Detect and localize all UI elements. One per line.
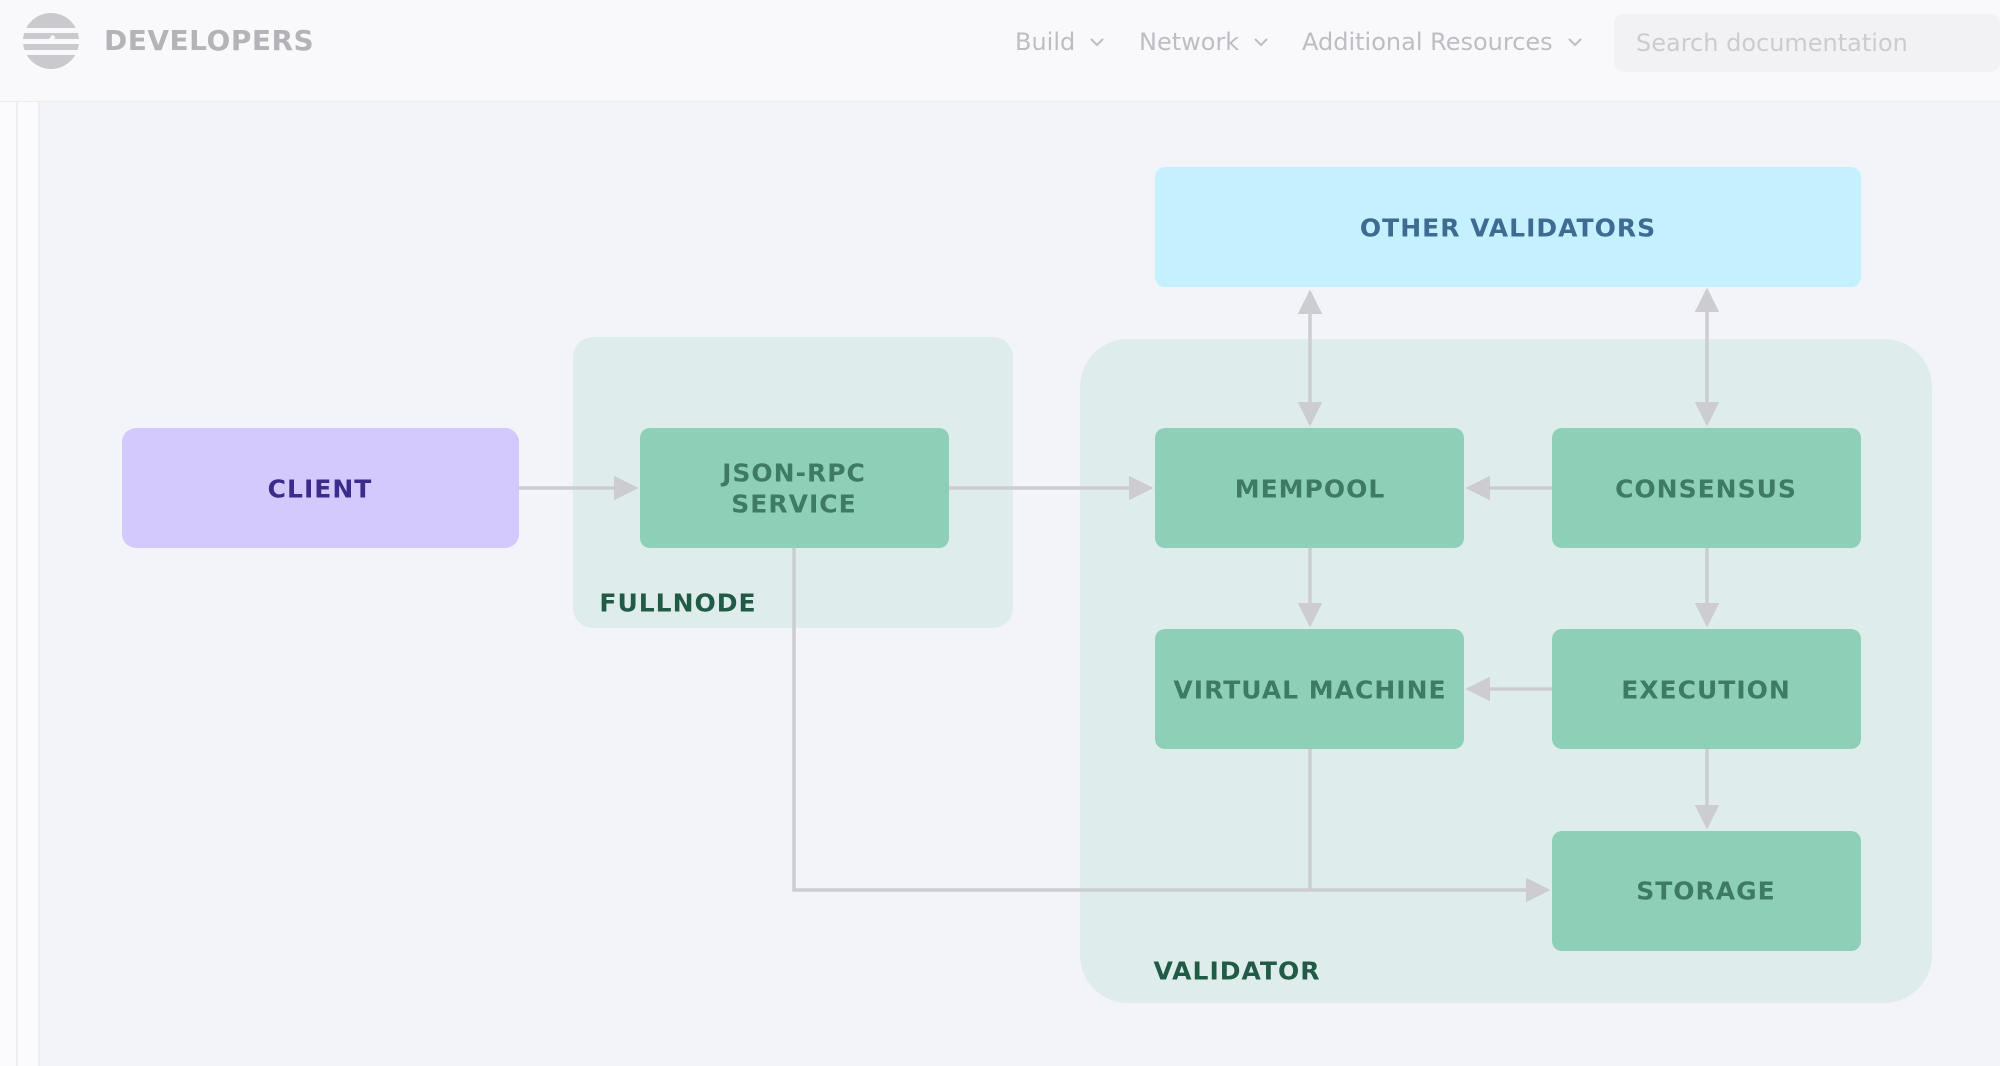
logo-icon[interactable] <box>22 12 80 70</box>
mempool-label: MEMPOOL <box>1235 475 1386 504</box>
other-validators-label: OTHER VALIDATORS <box>1360 214 1656 243</box>
left-sidebar-rail <box>0 102 40 1066</box>
search-box[interactable] <box>1614 14 2000 72</box>
validator-group-label: VALIDATOR <box>1154 957 1321 986</box>
virtual-machine-box <box>1155 629 1464 749</box>
nav-additional-resources[interactable]: Additional Resources <box>1302 28 1583 56</box>
storage-label: STORAGE <box>1636 877 1776 906</box>
sidebar-divider <box>16 102 18 1066</box>
execution-box <box>1552 629 1861 749</box>
top-navbar: DEVELOPERS Build Network Additional Reso… <box>0 0 2000 102</box>
other-validators-box <box>1155 167 1861 287</box>
virtual-machine-label: VIRTUAL MACHINE <box>1173 676 1446 705</box>
json-rpc-label-line2: SERVICE <box>731 490 856 519</box>
consensus-box <box>1552 428 1861 548</box>
json-rpc-label-line1: JSON-RPC <box>720 459 866 488</box>
nav-additional-resources-label: Additional Resources <box>1302 28 1553 56</box>
mempool-box <box>1155 428 1464 548</box>
chevron-down-icon <box>1567 38 1582 47</box>
arrow-jsonrpc-to-storage <box>792 548 1551 903</box>
client-label: CLIENT <box>268 475 373 504</box>
chevron-down-icon <box>1090 38 1104 47</box>
nav-network-label: Network <box>1139 28 1240 56</box>
json-rpc-service-box <box>640 428 949 548</box>
fullnode-group-label: FULLNODE <box>599 589 756 618</box>
chevron-down-icon <box>1254 38 1268 47</box>
consensus-label: CONSENSUS <box>1615 475 1797 504</box>
execution-label: EXECUTION <box>1621 676 1791 705</box>
nav-network[interactable]: Network <box>1139 28 1269 56</box>
storage-box <box>1552 831 1861 951</box>
client-box <box>122 428 519 548</box>
nav-build-label: Build <box>1015 28 1076 56</box>
search-input[interactable] <box>1614 14 2000 72</box>
brand-name[interactable]: DEVELOPERS <box>104 24 315 57</box>
nav-build[interactable]: Build <box>1015 28 1105 56</box>
